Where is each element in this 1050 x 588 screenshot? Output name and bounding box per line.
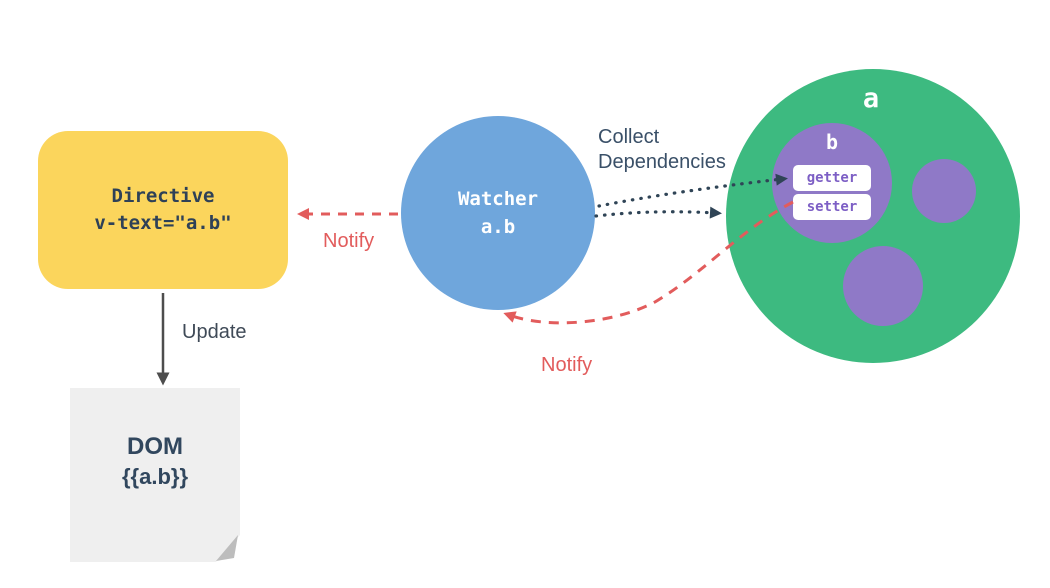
data-object-a-label: a [862,83,880,114]
label-collect-dependencies: Collect Dependencies [598,125,726,175]
property-circle-large [843,246,923,326]
dom-node: DOM {{a.b}} [70,388,240,562]
label-notify-watcher-to-directive: Notify [323,230,375,252]
label-notify-setter-to-watcher: Notify [541,354,593,376]
data-object-b-label: b [825,130,839,154]
directive-expression: v-text="a.b" [94,212,232,234]
dom-title: DOM [127,433,183,460]
label-update: Update [182,321,247,343]
watcher-node: Watcher a.b [401,116,595,310]
data-object-a-circle: a b getter setter [726,69,1020,363]
data-object-b-circle: b getter setter [772,123,892,243]
collect-dependencies-arrow-to-a [594,206,722,219]
directive-node: Directive v-text="a.b" [38,131,288,289]
label-collect-line2: Dependencies [598,151,726,173]
getter-badge: getter [793,165,871,191]
property-circle-small [912,159,976,223]
label-collect-line1: Collect [598,126,660,148]
dom-binding-text: {{a.b}} [121,464,189,489]
setter-badge: setter [793,194,871,220]
watcher-title: Watcher [457,188,539,210]
directive-title: Directive [111,185,215,207]
watcher-expression: a.b [480,216,516,238]
